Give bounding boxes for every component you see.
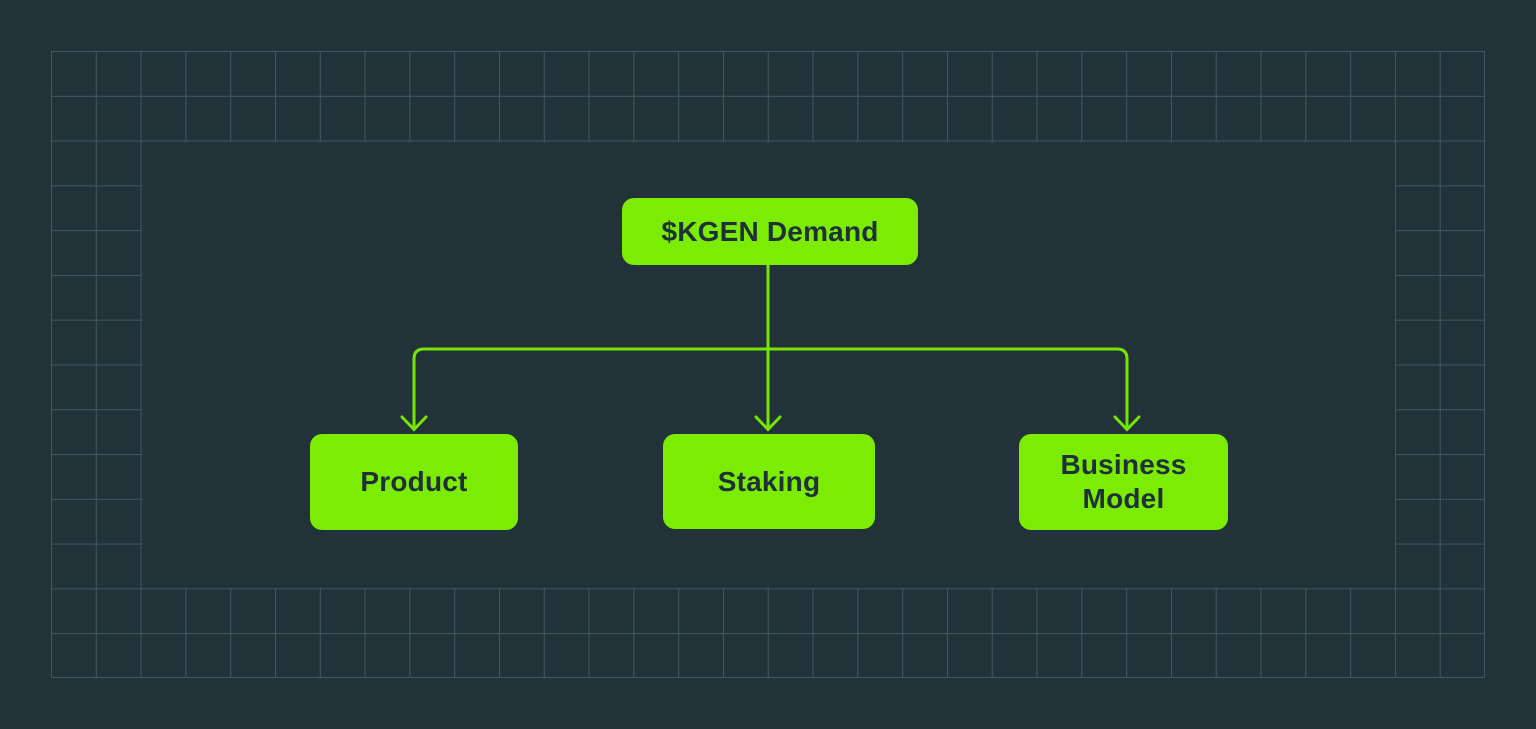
node-kgen-demand: $KGEN Demand [622,198,918,265]
node-staking-label: Staking [717,465,821,497]
node-business-model-label: Business Model [1060,449,1187,514]
node-product-label: Product [360,466,468,498]
node-business-model: Business Model [1019,434,1228,530]
node-kgen-demand-label: $KGEN Demand [661,215,879,247]
node-product: Product [310,434,518,530]
node-staking: Staking [663,434,875,529]
